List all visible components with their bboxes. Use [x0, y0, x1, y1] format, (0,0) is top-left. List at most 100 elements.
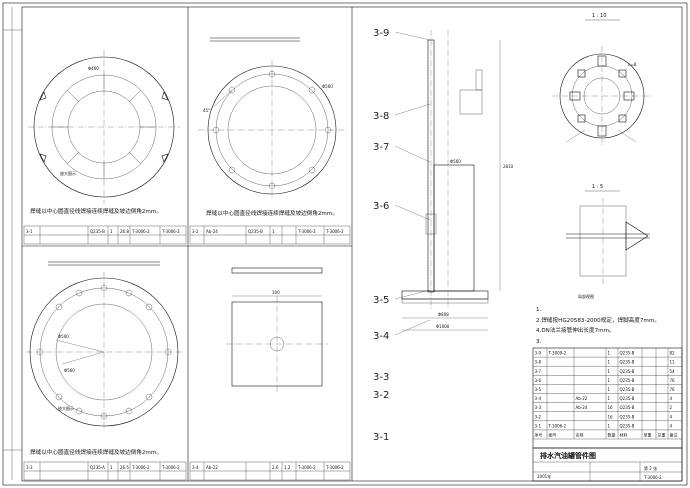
bom-cell: Q235-B — [620, 351, 635, 356]
section-mark: 3-7 — [373, 142, 389, 153]
table-cell: Ab-24 — [206, 229, 218, 234]
section-mark: 3-9 — [373, 28, 389, 39]
table-cell: T-3006-2 — [297, 465, 316, 470]
bom-cell: 3-5 — [535, 387, 542, 392]
bom-cell: 3-1 — [535, 423, 542, 428]
base-plate — [401, 290, 489, 300]
drawing-label: 放大图示 — [60, 170, 76, 176]
section-mark: 3-4 — [373, 331, 389, 342]
bom-cell: 3-7 — [535, 369, 542, 374]
detail-view: 1 : 5 局部视图 — [566, 184, 650, 299]
bom-cell: 3-8 — [535, 360, 542, 365]
bom-cell: 3-2 — [535, 414, 542, 419]
bom-cell: 16 — [608, 414, 614, 419]
section-mark: 3-5 — [373, 295, 389, 306]
title-sheet: 第 2 张 — [644, 465, 657, 471]
weld-note: 焊缝以中心圆直径线焊接连续焊缝及坡边倒角2mm。 — [30, 448, 162, 456]
panel-bottom-left: Φ500 Φ560 放大图示 焊缝以中心圆直径线焊接连续焊缝及坡边倒角2mm。 … — [23, 261, 187, 481]
title-block: 排水汽油罐管件图 2001年 第 2 张 T-3006-2 — [532, 447, 683, 482]
base-label: Φ808 — [438, 312, 449, 317]
bom-cell: 3-6 — [535, 378, 542, 383]
bom-cell: T-3009-2 — [548, 351, 567, 356]
dim-label: Φ560 — [322, 84, 333, 89]
bom-cell: 1 — [608, 396, 611, 401]
bom-cell: 1 — [608, 387, 611, 392]
drawing-label: 放大图示 — [58, 405, 74, 411]
section-mark: 3-1 — [373, 432, 389, 443]
plan-view: 1 : 10 n=8 — [552, 13, 652, 146]
parts-table — [189, 225, 351, 245]
note-line: 2.焊缝按HG20583-2000规定，焊脚高度7mm。 — [536, 316, 660, 324]
bom-cell: 54 — [670, 369, 676, 374]
panel-top-middle: 45° Φ560 焊缝以中心圆直径线焊接连续焊缝及坡边倒角2mm。 3-2 Ab… — [189, 37, 351, 245]
bom-cell: 1 — [608, 423, 611, 428]
bom-cell: Ab-24 — [576, 405, 588, 410]
dim-label: 100 — [272, 290, 280, 295]
bom-header-cell: 材料 — [620, 432, 628, 438]
table-cell: Q235-B — [90, 229, 105, 234]
bom-cell: 1 — [608, 351, 611, 356]
table-cell: 1 — [272, 229, 275, 234]
angle-leader — [209, 89, 233, 111]
section-mark: 3-6 — [373, 201, 389, 212]
bom-header-cell: 单重 — [644, 432, 652, 438]
panel-bottom-middle: 100 3-4 Ab-22 2.6 1.2 T-3006-2 T-3006-2 — [189, 267, 351, 481]
bolt-holes — [36, 284, 172, 420]
bom-cell: 82 — [670, 351, 676, 356]
table-cell: 1 — [110, 229, 113, 234]
leader — [565, 129, 586, 143]
bom-cell: Q235-B — [620, 423, 635, 428]
bom-header-cell: 数量 — [608, 432, 616, 438]
nozzle-box — [459, 89, 483, 115]
table-cell: Q235-A — [90, 465, 105, 470]
bom-cell: 4 — [670, 414, 673, 419]
table-cell: T-3006-2 — [297, 229, 316, 234]
radius-leader — [61, 351, 105, 365]
bom-cell: Q235-B — [620, 360, 635, 365]
notes-block: 1. 2.焊缝按HG20583-2000规定，焊脚高度7mm。 4.DN法兰接管… — [536, 307, 660, 345]
bom-cell: 11 — [670, 360, 676, 365]
panel-top-left: Φ460 放大图示 焊缝以中心圆直径线焊接连续焊缝及坡边倒角2mm。 3-1 Q… — [23, 50, 187, 245]
base-label-2: Φ1000 — [436, 324, 450, 329]
table-cell: T-3006-2 — [131, 465, 150, 470]
plate-section — [231, 267, 323, 274]
table-cell: T-3006-2 — [325, 229, 344, 234]
bom-cell: Q235-B — [620, 414, 635, 419]
table-cell: 1.2 — [284, 465, 291, 470]
table-cell: Ab-22 — [206, 465, 218, 470]
bom-cell: Q235-B — [620, 369, 635, 374]
detail-scale: 1 : 5 — [592, 184, 603, 190]
bom-cell: Q235-B — [620, 387, 635, 392]
bom-cell: 1 — [608, 378, 611, 383]
table-cell: 3-4 — [192, 465, 199, 470]
tank-elevation: 3-9 3-8 3-7 3-6 3-5 3-4 3-3 3-2 3-1 2810… — [373, 28, 514, 443]
weld-note: 焊缝以中心圆直径线焊接连续焊缝及坡边倒角2mm。 — [206, 209, 338, 217]
bolt-holes — [212, 70, 332, 190]
scale-label: 1 : 10 — [592, 13, 606, 19]
radial-ribs — [52, 75, 156, 179]
parts-table — [23, 225, 187, 245]
table-cell: 1 — [110, 465, 113, 470]
leader — [617, 129, 637, 143]
dim-label: Φ500 — [58, 334, 69, 339]
table-cell: 26.8 — [120, 229, 129, 234]
tank-body — [433, 164, 475, 292]
title-date: 2001年 — [537, 473, 551, 479]
note-line: 1. — [536, 307, 542, 313]
bom-cell: 76 — [670, 387, 676, 392]
section-mark: 3-2 — [373, 390, 389, 401]
detail-gusset — [625, 221, 649, 251]
base-ring — [401, 298, 489, 304]
table-cell: Q235-B — [248, 229, 263, 234]
plan-lugs — [569, 55, 635, 137]
height-label: 2810 — [503, 164, 514, 169]
bom-cell: 16 — [608, 405, 614, 410]
bom-header-cell: 图号 — [549, 432, 557, 438]
title-dwg: T-3006-2 — [643, 475, 662, 480]
table-cell: 3-2 — [192, 229, 199, 234]
table-cell: 3-1 — [26, 229, 33, 234]
dim-label: Φ560 — [64, 368, 75, 373]
